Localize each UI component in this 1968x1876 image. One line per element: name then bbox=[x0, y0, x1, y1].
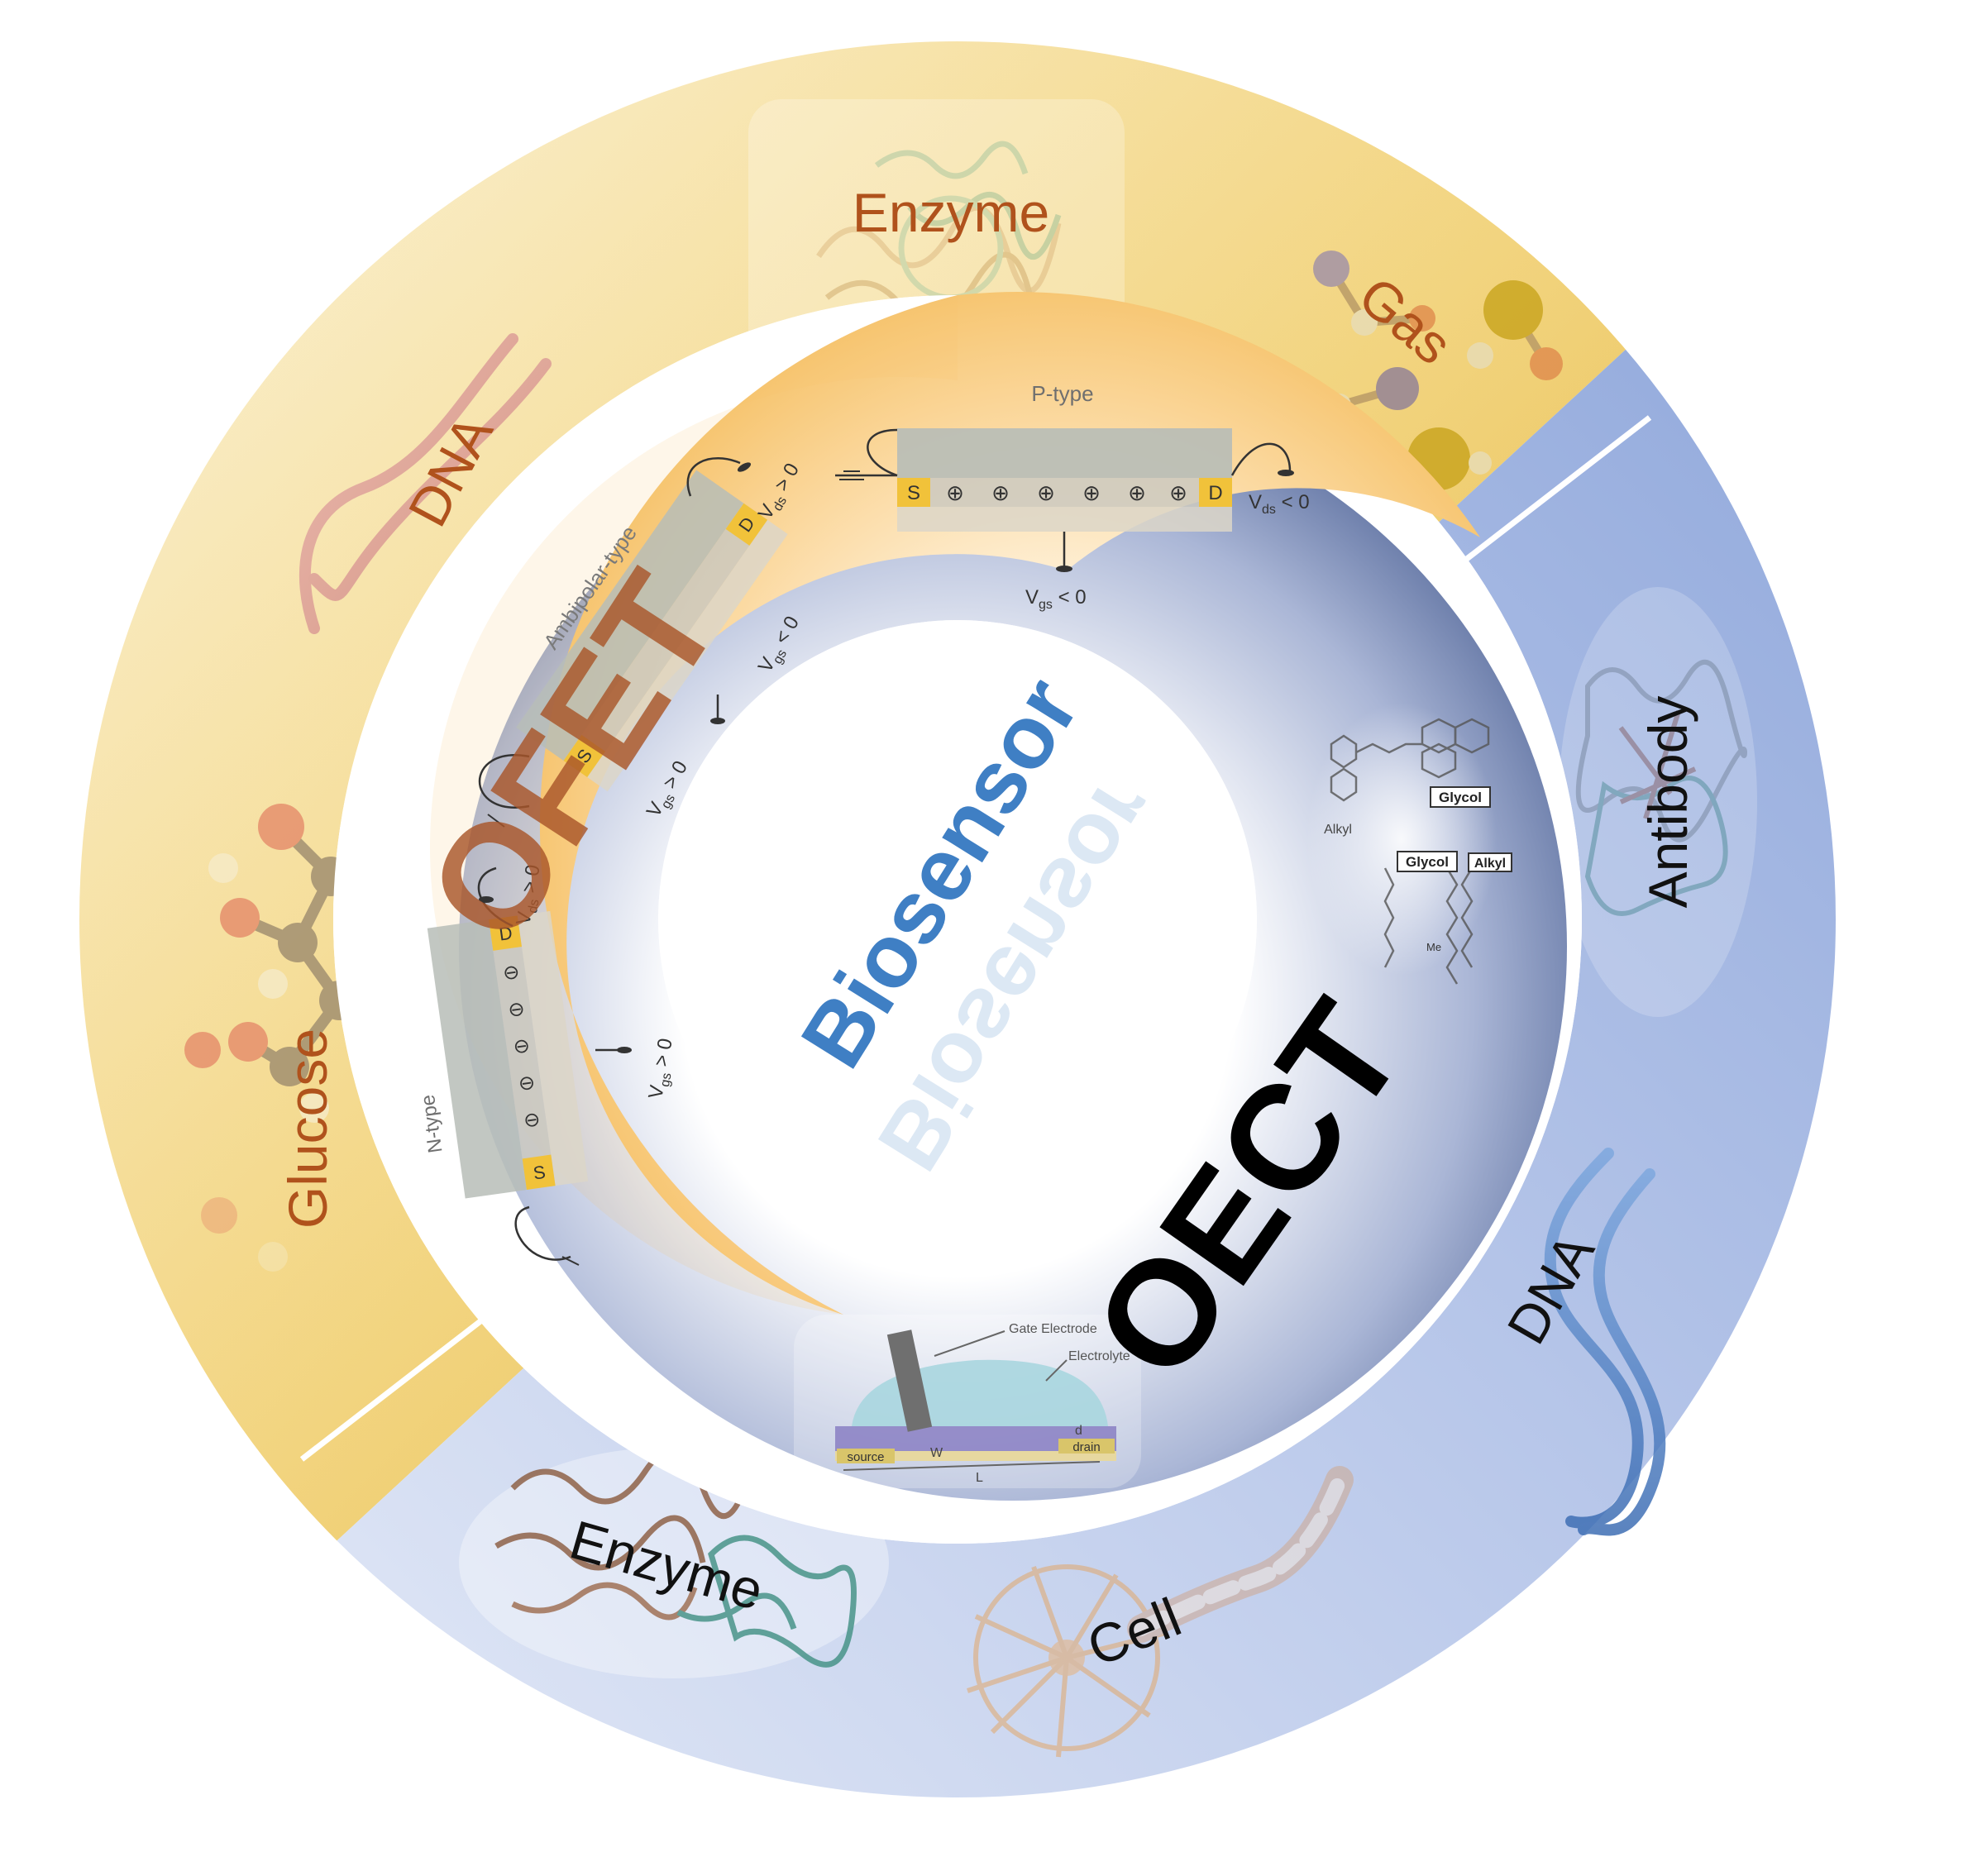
p-type-vgs: Vgs < 0 bbox=[1025, 586, 1087, 612]
ofet-glucose-label: Glucose bbox=[277, 1029, 338, 1229]
enzyme-protein-bottom-icon bbox=[494, 1447, 857, 1668]
oect-w-label: W bbox=[930, 1446, 943, 1460]
molecule-glycol-label-2: Glycol bbox=[1406, 854, 1449, 870]
n-type-device: D S ⊖ ⊖ ⊖ ⊖ ⊖ N-type bbox=[417, 910, 589, 1199]
molecule-me-label: Me bbox=[1426, 941, 1441, 953]
p-type-device: P-type S D ⊕ ⊕ ⊕ ⊕ ⊕ ⊕ Vds < 0 Vgs < 0 bbox=[835, 381, 1310, 612]
oect-molecule-panel: Glycol Alkyl Glycol Alkyl Me bbox=[1306, 703, 1512, 985]
p-carrier-5: ⊕ bbox=[1128, 480, 1146, 505]
center-disc bbox=[658, 620, 1257, 1219]
p-type-source: S bbox=[907, 482, 920, 504]
neuron-cell-icon bbox=[967, 1466, 1354, 1758]
antibody-protein-icon bbox=[1575, 659, 1748, 916]
n-carrier-5: ⊖ bbox=[522, 1108, 542, 1133]
n-carrier-3: ⊖ bbox=[512, 1034, 532, 1059]
n-carrier-1: ⊖ bbox=[501, 961, 521, 986]
p-type-drain: D bbox=[1208, 482, 1222, 504]
molecule-alkyl-label-1: Alkyl bbox=[1324, 823, 1352, 837]
p-carrier-2: ⊕ bbox=[991, 480, 1010, 505]
oect-device-schematic: source drain Gate Electrode Electrolyte … bbox=[794, 1315, 1141, 1488]
p-carrier-3: ⊕ bbox=[1037, 480, 1055, 505]
p-carrier-1: ⊕ bbox=[946, 480, 964, 505]
molecule-alkyl-label-2: Alkyl bbox=[1474, 857, 1506, 871]
oect-electrolyte-label: Electrolyte bbox=[1068, 1349, 1130, 1363]
p-type-vds: Vds < 0 bbox=[1249, 491, 1310, 517]
oect-source-label: source bbox=[847, 1450, 884, 1464]
oect-antibody-label: Antibody bbox=[1637, 696, 1698, 909]
dna-helix-blue-icon bbox=[1544, 1148, 1666, 1536]
n-type-source: S bbox=[532, 1162, 547, 1184]
n-carrier-4: ⊖ bbox=[517, 1072, 537, 1096]
oect-gate-label: Gate Electrode bbox=[1009, 1322, 1097, 1336]
oect-drain-label: drain bbox=[1072, 1440, 1100, 1454]
n-type-drain: D bbox=[498, 923, 513, 945]
molecule-glycol-label-1: Glycol bbox=[1439, 790, 1482, 805]
n-carrier-2: ⊖ bbox=[507, 997, 527, 1022]
n-type-vds: Vds > 0 bbox=[512, 863, 547, 928]
p-carrier-4: ⊕ bbox=[1082, 480, 1101, 505]
ofet-enzyme-label: Enzyme bbox=[853, 182, 1049, 243]
p-type-label: P-type bbox=[1031, 381, 1093, 406]
p-carrier-6: ⊕ bbox=[1169, 480, 1187, 505]
oect-l-label: L bbox=[976, 1471, 983, 1485]
oect-d-label: d bbox=[1075, 1424, 1082, 1438]
ambipolar-type-device: S D Ambipolar-type bbox=[516, 470, 788, 792]
